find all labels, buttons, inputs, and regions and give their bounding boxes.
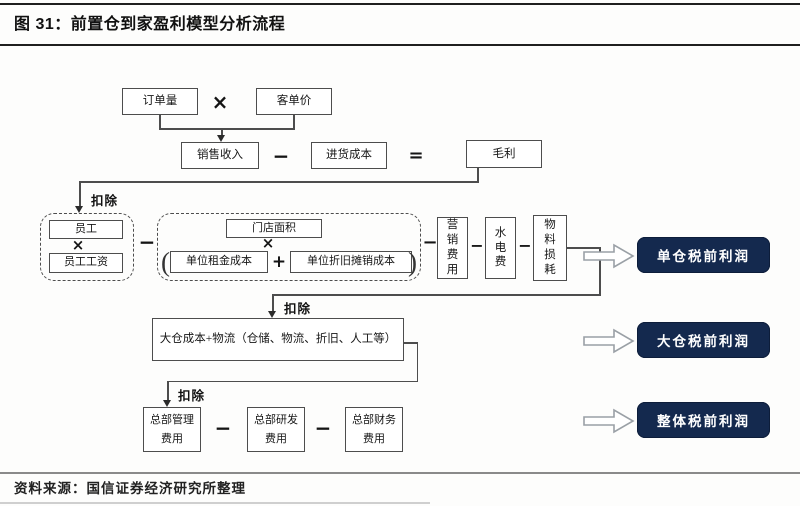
connector [272, 294, 601, 296]
connector [416, 342, 418, 382]
node-store-area: 门店面积 [226, 219, 322, 238]
arrowhead-down [217, 135, 225, 142]
multiply-operator: × [211, 89, 229, 114]
connector [167, 380, 169, 402]
minus-operator: − [470, 235, 484, 255]
node-sales-revenue: 销售收入 [181, 142, 259, 169]
footer-rule [0, 472, 800, 474]
multiply-operator: × [71, 236, 85, 254]
bottom-faint-rule [0, 502, 430, 504]
figure-title: 图 31：前置仓到家盈利模型分析流程 [14, 16, 286, 33]
connector [404, 342, 418, 344]
deduct-label-3: 扣除 [178, 389, 206, 403]
arrowhead-down [75, 206, 83, 213]
staff-group [40, 213, 134, 281]
arrowhead-down [163, 400, 171, 407]
node-unit-rent-cost: 单位租金成本 [170, 251, 268, 273]
result-big-warehouse-profit: 大仓税前利润 [637, 322, 770, 358]
minus-operator: − [214, 416, 232, 440]
minus-operator: − [518, 235, 532, 255]
node-hq-rd-expense: 总部研发费用 [247, 407, 305, 452]
block-arrow-right-icon [583, 243, 635, 269]
connector [159, 115, 161, 129]
node-order-volume: 订单量 [122, 88, 198, 115]
node-big-warehouse-cost: 大仓成本+物流（仓储、物流、折旧、人工等） [152, 318, 404, 361]
minus-operator: − [422, 231, 438, 253]
block-arrow-right-icon [583, 408, 635, 434]
node-marketing-expense: 营销费用 [437, 217, 468, 279]
connector [272, 294, 274, 312]
node-material-loss: 物料损耗 [533, 215, 567, 281]
arrowhead-down [268, 311, 276, 318]
node-hq-finance-expense: 总部财务费用 [345, 407, 403, 452]
result-single-warehouse-profit: 单仓税前利润 [637, 237, 770, 273]
multiply-operator: × [261, 234, 275, 252]
store-group [157, 213, 421, 281]
minus-operator: − [314, 416, 332, 440]
connector [599, 247, 601, 296]
node-utility-expense: 水电费 [485, 217, 516, 279]
connector [167, 380, 418, 382]
node-unit-depreciation-cost: 单位折旧摊销成本 [290, 251, 412, 273]
title-underline [0, 44, 800, 46]
deduct-label-2: 扣除 [284, 302, 312, 316]
connector [567, 247, 600, 249]
result-overall-profit: 整体税前利润 [637, 402, 770, 438]
node-gross-profit: 毛利 [466, 140, 542, 168]
connector [79, 181, 479, 183]
paren-open: ( [161, 247, 170, 277]
source-note: 资料来源：国信证券经济研究所整理 [14, 481, 246, 496]
connector [221, 128, 223, 136]
connector [79, 181, 81, 207]
connector [477, 168, 479, 182]
node-purchase-cost: 进货成本 [311, 142, 387, 169]
connector [293, 115, 295, 129]
top-rule [0, 3, 800, 5]
paren-close: ) [408, 247, 417, 277]
deduct-label-1: 扣除 [91, 194, 119, 208]
node-staff: 员工 [49, 220, 123, 239]
minus-operator: − [138, 230, 156, 254]
minus-operator: − [272, 143, 290, 168]
node-staff-wage: 员工工资 [49, 253, 123, 273]
connector [159, 128, 295, 130]
block-arrow-right-icon [583, 328, 635, 354]
node-avg-order-price: 客单价 [256, 88, 332, 115]
node-hq-admin-expense: 总部管理费用 [143, 407, 201, 452]
plus-operator: + [271, 252, 287, 272]
equals-operator: = [408, 145, 424, 166]
